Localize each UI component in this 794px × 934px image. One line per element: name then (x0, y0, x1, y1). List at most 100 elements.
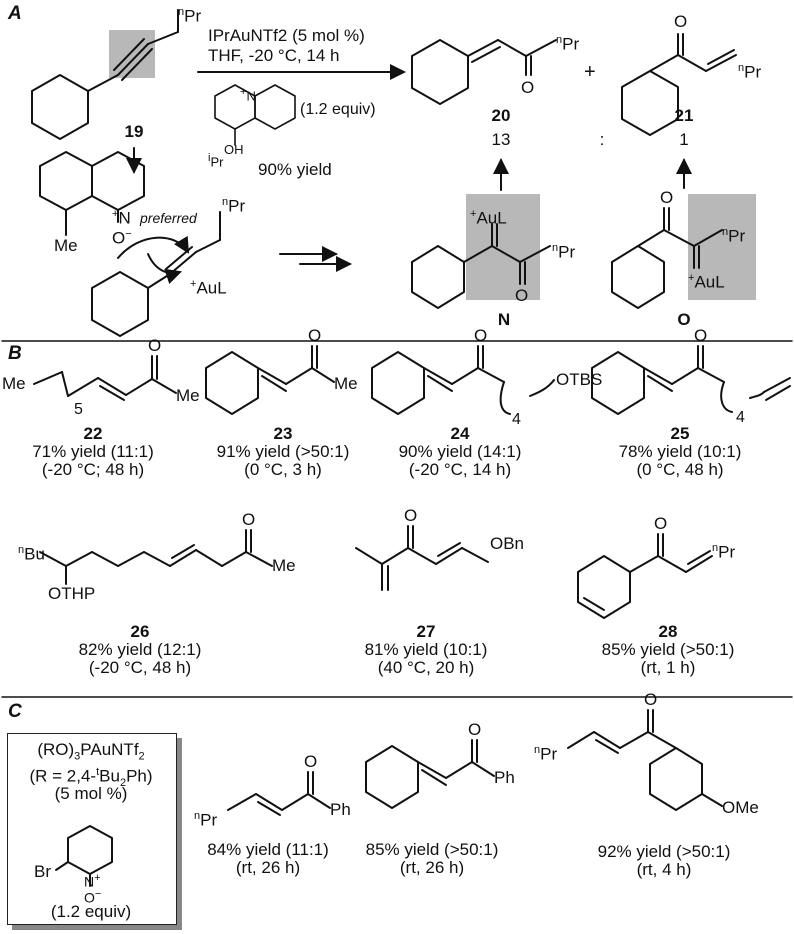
n-superscript: n (722, 226, 729, 238)
catalyst-conditions-box (7, 733, 177, 925)
curved-attack-arrow (117, 235, 190, 259)
n-superscript: n (534, 744, 541, 756)
c22-subscript-5: 5 (74, 401, 83, 418)
compound-27-structure (355, 525, 489, 591)
ratio-separator: : (599, 130, 605, 149)
c23-carbonyl-o: O (308, 326, 322, 345)
compound-label-19: 19 (124, 122, 144, 141)
compound-24-structure (371, 345, 555, 415)
c23-conditions: (0 °C, 3 h) (244, 460, 322, 479)
r-def-text: (R = 2,4- (29, 766, 97, 786)
curved-attack-arrow-2 (147, 253, 182, 285)
product-c2-yield: 85% yield (>50:1) (365, 840, 499, 859)
ro-text: (RO) (37, 740, 75, 759)
n-atom: N (246, 88, 256, 104)
compound-label-24: 24 (450, 424, 470, 443)
compound-label-22: 22 (83, 424, 103, 443)
catalyst-loading: (5 mol %) (54, 784, 128, 803)
methyl-label: Me (54, 236, 78, 255)
intermediate-label-n: N (497, 310, 511, 329)
c26-conditions: (-20 °C, 48 h) (88, 658, 192, 677)
plus-charge: + (688, 272, 695, 284)
c22-conditions: (-20 °C; 48 h) (41, 460, 145, 479)
c28-npr: nPr (712, 538, 735, 563)
product-c2-conditions: (rt, 26 h) (399, 858, 465, 877)
quinoline-n-oxide-reagent (214, 84, 296, 146)
product-20-structure (411, 39, 557, 105)
c22-carbonyl-o: O (148, 336, 162, 355)
intermediate-o-aul: +AuL (688, 268, 725, 293)
compound-25-structure (591, 345, 791, 415)
8-methylquinoline-n-oxide (39, 151, 145, 236)
ph-text: Ph) (126, 766, 153, 786)
c28-carbonyl-o: O (654, 514, 668, 533)
o-atom: O (112, 228, 126, 248)
compound-23-structure (205, 345, 335, 415)
product-c2-structure (365, 739, 495, 809)
catalyst-formula-line: (RO)3PAuNTf2 (37, 740, 144, 766)
minus-charge: − (94, 888, 102, 900)
o-atom: O (84, 889, 95, 906)
bu-text: Bu (24, 544, 45, 564)
plus-charge: + (112, 208, 119, 220)
plus-sign: + (584, 61, 596, 83)
product-c2-carbonyl-o: O (468, 720, 482, 739)
c28-conditions: (rt, 1 h) (640, 658, 696, 677)
intermediate-n-highlight-box (466, 194, 540, 300)
c26-yield: 82% yield (12:1) (78, 640, 202, 659)
pr-text: Pr (562, 34, 580, 54)
product-20-carbonyl-o: O (521, 78, 535, 97)
pr-text: Pr (728, 226, 746, 246)
compound-label-28: 28 (658, 622, 678, 641)
bromopyridine-br: Br (34, 862, 51, 881)
ratio-value-21: 1 (679, 130, 689, 149)
product-c3-structure (567, 709, 723, 811)
sub-2: 2 (138, 750, 145, 763)
pr-text: Pr (200, 810, 218, 830)
c24-conditions: (-20 °C, 14 h) (408, 460, 512, 479)
activated-alkyne-aul: +AuL (190, 274, 227, 299)
compound-19-structure (31, 9, 179, 140)
product-c2-ph: Ph (494, 768, 515, 787)
product-c3-ome: OMe (722, 798, 759, 817)
c26-me: Me (272, 556, 296, 575)
quinoline-n-label: +N (240, 82, 256, 106)
n-atom: N (84, 873, 95, 890)
n-superscript: n (556, 34, 563, 46)
c25-subscript-4: 4 (736, 409, 745, 426)
c27-yield: 81% yield (10:1) (364, 640, 488, 659)
intermediate-o-npr: nPr (722, 222, 745, 247)
pr-text: Pr (210, 154, 224, 170)
n-superscript: n (194, 810, 201, 822)
product-c1-conditions: (rt, 26 h) (235, 858, 301, 877)
compound-label-21: 21 (674, 106, 694, 125)
plus-charge: + (190, 278, 197, 290)
product-21-npr: nPr (738, 58, 761, 83)
aul-text: AuL (694, 272, 725, 292)
n-superscript: n (738, 62, 745, 74)
activated-alkyne-npr: nPr (222, 192, 245, 217)
n-superscript: n (712, 542, 719, 554)
product-c3-carbonyl-o: O (644, 690, 658, 709)
bu-text: Bu (99, 766, 120, 786)
product-c1-ph: Ph (330, 800, 351, 819)
pr-text: Pr (228, 196, 246, 216)
compound-label-26: 26 (130, 622, 150, 641)
conditions-text: THF, -20 °C, 14 h (208, 46, 340, 65)
pr-text: Pr (540, 744, 558, 764)
yield-text: 90% yield (258, 160, 332, 179)
product-20-npr: nPr (556, 30, 579, 55)
pr-text: Pr (718, 542, 736, 562)
2-bromopyridine-n-oxide (55, 825, 113, 887)
n-superscript: n (178, 6, 185, 18)
intermediate-label-o: O (677, 310, 691, 329)
aul-text: AuL (476, 208, 507, 228)
intermediate-o-carbonyl-o: O (660, 188, 674, 207)
c23-me: Me (334, 374, 358, 393)
c28-yield: 85% yield (>50:1) (601, 640, 735, 659)
preferred-label: preferred (140, 210, 197, 226)
alkyne-npr-label: nPr (178, 2, 201, 27)
plus-charge: + (94, 872, 101, 884)
quinoline-oh-label: OH (224, 142, 244, 157)
